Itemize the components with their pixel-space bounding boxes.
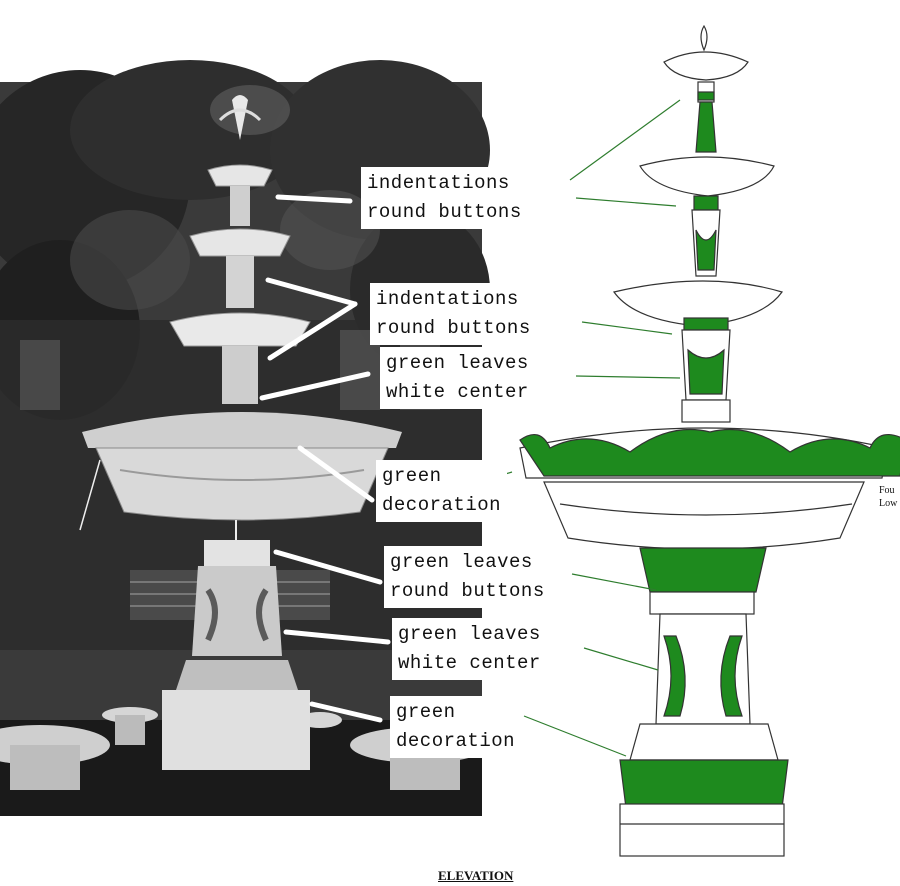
fountain-elevation-drawing xyxy=(519,24,900,857)
leader-5 xyxy=(571,573,657,591)
elevation-caption: ELEVATION xyxy=(438,868,514,883)
label-2-line1: indentations xyxy=(376,288,519,310)
annotation-label-6: green leaves white center xyxy=(392,618,547,680)
annotation-label-4: green decoration xyxy=(376,460,508,522)
cut-off-text-line2: Low xyxy=(879,498,898,509)
cut-off-text: Fou Low xyxy=(879,484,897,510)
leader-3 xyxy=(575,375,681,379)
label-5-line2: round buttons xyxy=(390,580,545,602)
label-1-line1: indentations xyxy=(367,172,510,194)
leader-1b xyxy=(575,197,677,207)
photo-fountain xyxy=(79,95,402,770)
pointer-line-2a xyxy=(265,277,358,307)
pointer-line-3 xyxy=(259,371,371,401)
label-7-line1: green xyxy=(396,701,456,723)
label-2-line2: round buttons xyxy=(376,317,531,339)
label-3-line1: green leaves xyxy=(386,352,529,374)
leader-6 xyxy=(583,647,659,671)
label-6-line1: green leaves xyxy=(398,623,541,645)
label-5-line1: green leaves xyxy=(390,551,533,573)
label-7-line2: decoration xyxy=(396,730,516,752)
leader-7 xyxy=(523,715,627,757)
photo-pointers xyxy=(259,194,391,723)
annotation-label-1: indentations round buttons xyxy=(361,167,528,229)
label-4-line1: green xyxy=(382,465,442,487)
pointer-line-2b xyxy=(267,301,358,361)
cut-off-text-line1: Fou xyxy=(879,485,895,496)
label-1-line2: round buttons xyxy=(367,201,522,223)
label-4-line2: decoration xyxy=(382,494,502,516)
leader-1a xyxy=(569,99,681,181)
annotation-label-3: green leaves white center xyxy=(380,347,535,409)
label-6-line2: white center xyxy=(398,652,541,674)
drawing-leaders xyxy=(485,99,681,757)
pointer-line-6 xyxy=(283,629,391,645)
annotation-label-7: green decoration xyxy=(390,696,522,758)
annotation-label-5: green leaves round buttons xyxy=(384,546,551,608)
pointer-line-1 xyxy=(275,194,353,204)
pointer-line-5 xyxy=(273,549,383,585)
annotation-label-2: indentations round buttons xyxy=(370,283,537,345)
leader-2 xyxy=(581,321,673,335)
pointer-line-7 xyxy=(309,701,383,723)
label-3-line2: white center xyxy=(386,381,529,403)
pointer-line-4 xyxy=(297,445,375,503)
